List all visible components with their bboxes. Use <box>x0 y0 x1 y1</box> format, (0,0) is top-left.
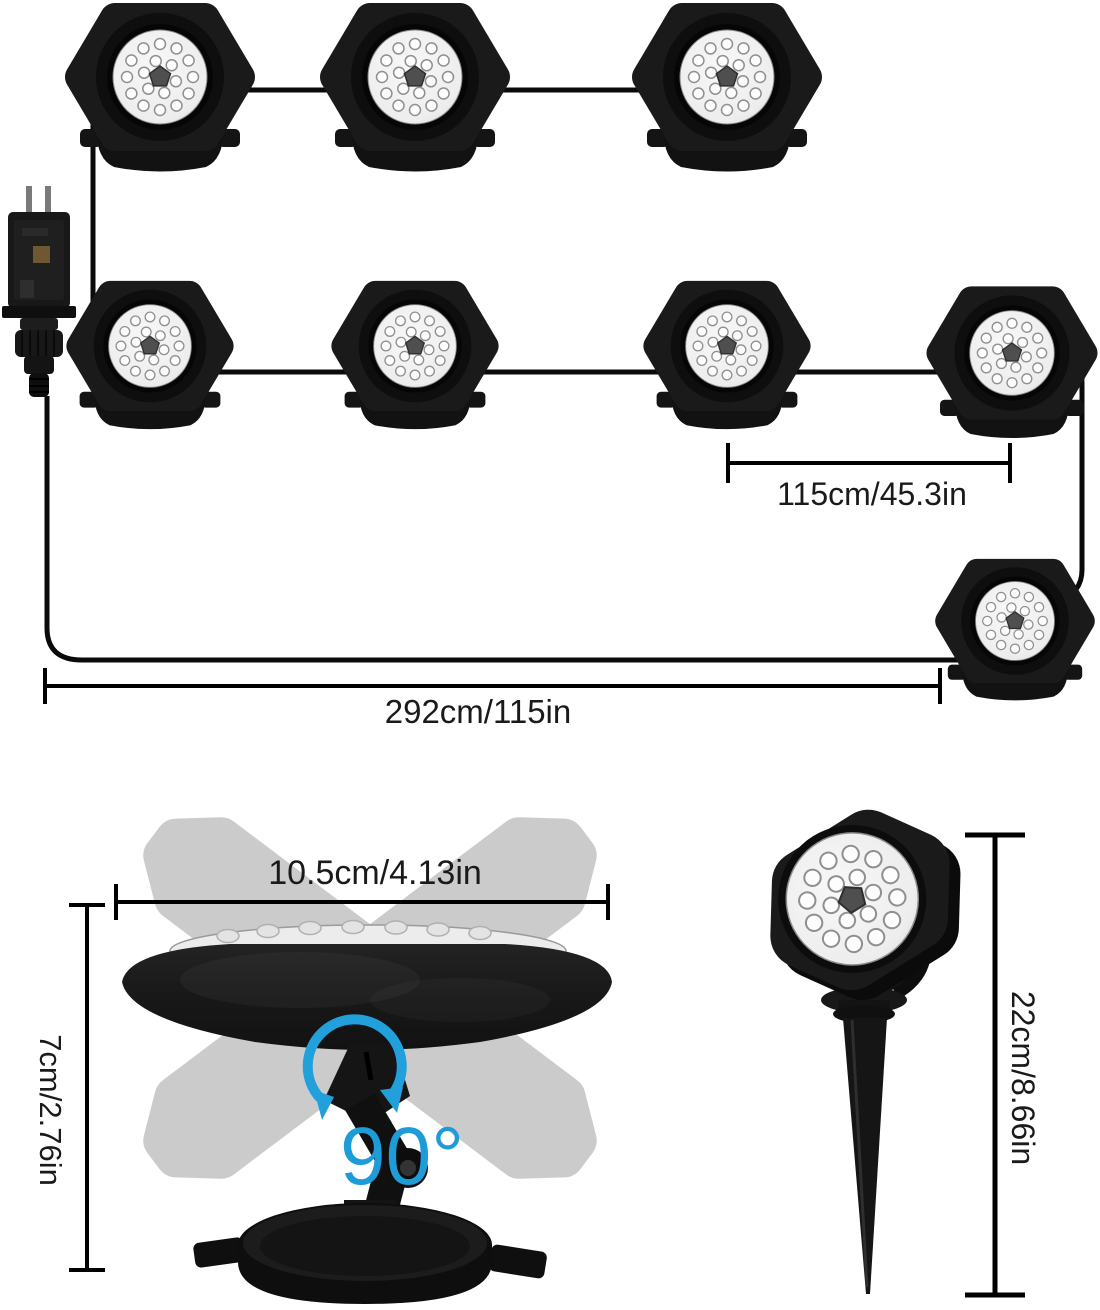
dimension-total-length: 292cm/115in <box>43 668 942 730</box>
mount-base <box>193 1200 547 1304</box>
led-light <box>335 13 495 172</box>
rotation-angle-label: 90° <box>340 1111 464 1202</box>
stake-light <box>770 809 961 1294</box>
rotation-arc-icon <box>302 1014 407 1120</box>
led-light <box>948 567 1082 700</box>
led-light <box>647 13 807 172</box>
dimension-spacing-label: 115cm/45.3in <box>777 476 967 512</box>
power-adapter <box>2 186 76 397</box>
dimension-head-height-label: 7cm/2.76in <box>33 1034 68 1186</box>
ground-stake <box>843 1018 887 1294</box>
dimension-head-width-label: 10.5cm/4.13in <box>268 854 482 892</box>
led-light <box>80 290 221 429</box>
stake-light-head <box>770 809 961 1001</box>
dimension-stake-height: 22cm/8.66in <box>965 832 1041 1298</box>
led-light <box>80 13 240 172</box>
string-light-set <box>80 13 1084 700</box>
tilt-demo: 90° 10.5cm/4.13in 7cm/2.76in <box>33 817 612 1304</box>
led-light <box>940 295 1084 438</box>
light-head-side <box>122 944 612 1050</box>
dimension-head-height: 7cm/2.76in <box>33 903 105 1272</box>
led-light <box>657 290 798 429</box>
dimension-head-width: 10.5cm/4.13in <box>114 854 610 920</box>
dimension-total-label: 292cm/115in <box>385 693 572 730</box>
dimension-spacing: 115cm/45.3in <box>726 443 1012 512</box>
plug-prongs <box>26 186 51 214</box>
dimension-stake-height-label: 22cm/8.66in <box>1005 991 1041 1165</box>
led-light <box>345 290 486 429</box>
